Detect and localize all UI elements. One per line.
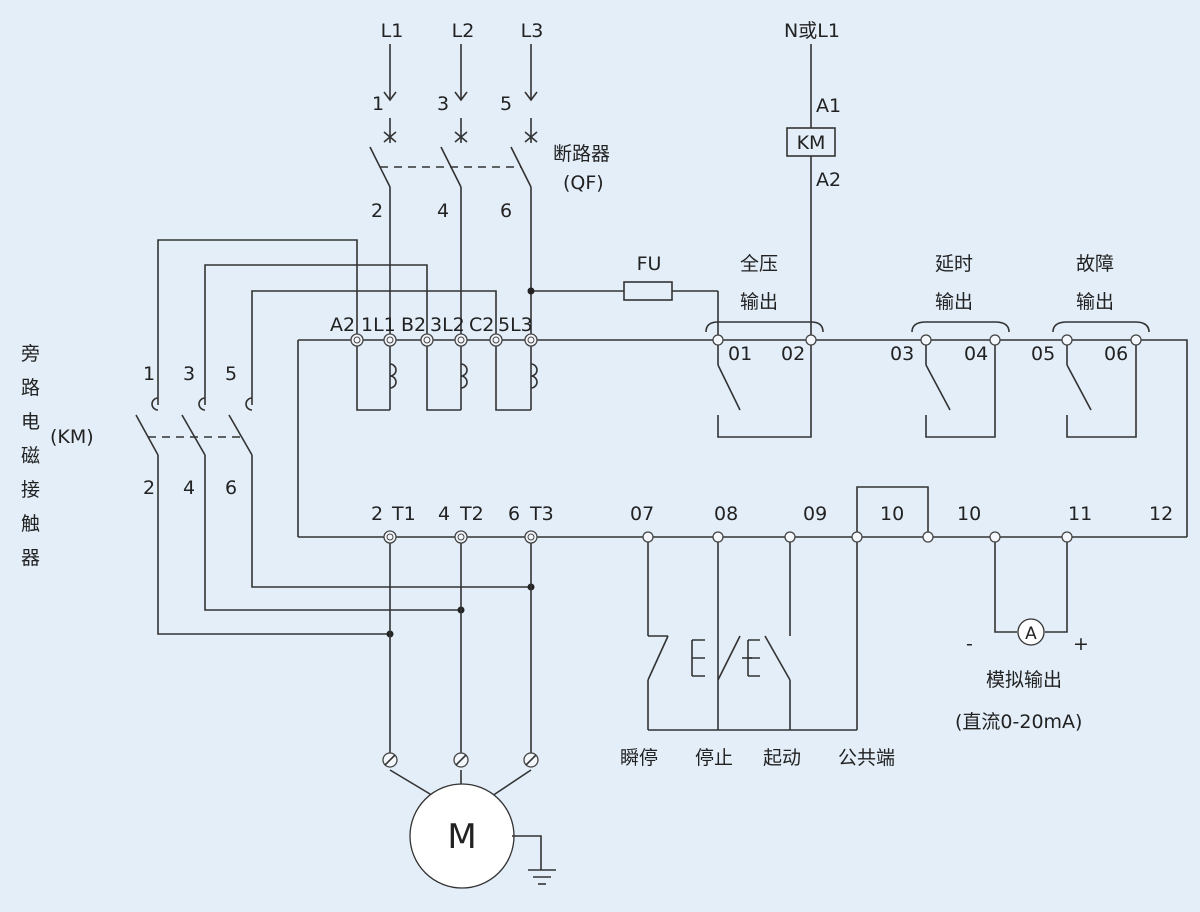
fuse-label: FU bbox=[637, 253, 662, 275]
relay3-t1: 05 bbox=[1031, 343, 1055, 365]
relay3-name-1: 故障 bbox=[1076, 253, 1114, 275]
analog-output bbox=[994, 537, 1068, 646]
breaker-in-1: 1 bbox=[372, 93, 384, 115]
analog-range: (直流0-20mA) bbox=[955, 711, 1082, 733]
label-l3: L3 bbox=[521, 20, 544, 42]
coil-a1: A1 bbox=[816, 95, 841, 117]
terminals bbox=[350, 333, 1142, 768]
breaker-out-2: 2 bbox=[371, 200, 383, 222]
bypass-out-4: 4 bbox=[183, 477, 195, 499]
label-neutral: N或L1 bbox=[784, 20, 840, 42]
coil-a2: A2 bbox=[816, 169, 841, 191]
bottom-label-t1: T1 bbox=[391, 503, 416, 525]
label-l1: L1 bbox=[381, 20, 404, 42]
bypass-code: (KM) bbox=[50, 426, 94, 448]
bottom-label-08: 08 bbox=[714, 503, 738, 525]
bottom-label-07: 07 bbox=[630, 503, 654, 525]
relay1-name-2: 输出 bbox=[740, 291, 778, 313]
starter-top bbox=[297, 339, 1150, 537]
bottom-label-4: 4 bbox=[438, 503, 450, 525]
top-label-a2: A2 bbox=[330, 314, 355, 336]
bottom-label-t3: T3 bbox=[529, 503, 554, 525]
relay2-name-1: 延时 bbox=[935, 253, 973, 275]
breaker-name: 断路器 bbox=[553, 143, 610, 165]
relay3-t2: 06 bbox=[1104, 343, 1128, 365]
breaker-code: (QF) bbox=[563, 172, 604, 194]
fuse bbox=[527, 281, 719, 340]
relay-outputs bbox=[705, 321, 1150, 438]
label-l2: L2 bbox=[452, 20, 475, 42]
coil-label: KM bbox=[797, 132, 826, 154]
control-label-instant-stop: 瞬停 bbox=[620, 747, 658, 769]
bottom-label-09: 09 bbox=[803, 503, 827, 525]
bottom-label-10: 10 bbox=[957, 503, 981, 525]
top-label-b2: B2 bbox=[401, 314, 426, 336]
control-label-start: 起动 bbox=[763, 747, 801, 769]
breaker-out-4: 4 bbox=[437, 200, 449, 222]
bypass-char-4: 磁 bbox=[21, 445, 40, 467]
bottom-label-12: 12 bbox=[1149, 503, 1173, 525]
relay1-name-1: 全压 bbox=[740, 253, 778, 275]
bypass-char-6: 触 bbox=[21, 513, 40, 535]
motor-label: M bbox=[447, 817, 476, 857]
bypass-out-6: 6 bbox=[225, 477, 237, 499]
bypass-char-3: 电 bbox=[21, 411, 40, 433]
analog-minus: - bbox=[966, 633, 973, 655]
control-label-stop: 停止 bbox=[695, 747, 733, 769]
bypass-in-3: 3 bbox=[183, 363, 195, 385]
bottom-label-6: 6 bbox=[508, 503, 520, 525]
starter-bottom bbox=[298, 339, 1188, 758]
bottom-label-10-box: 10 bbox=[880, 503, 904, 525]
relay2-t2: 04 bbox=[964, 343, 988, 365]
analog-title: 模拟输出 bbox=[986, 669, 1062, 691]
bypass-out-2: 2 bbox=[143, 477, 155, 499]
ammeter-label: A bbox=[1025, 624, 1037, 644]
analog-plus: + bbox=[1073, 633, 1089, 655]
breaker-in-5: 5 bbox=[500, 93, 512, 115]
relay3-name-2: 输出 bbox=[1076, 291, 1114, 313]
bypass-char-1: 旁 bbox=[21, 343, 40, 365]
relay1-t1: 01 bbox=[728, 343, 752, 365]
bypass-contactor bbox=[135, 239, 535, 638]
bypass-char-7: 器 bbox=[21, 547, 40, 569]
bottom-label-t2: T2 bbox=[459, 503, 484, 525]
top-label-1l1: 1L1 bbox=[361, 314, 396, 336]
breaker-in-3: 3 bbox=[437, 93, 449, 115]
bottom-label-2: 2 bbox=[371, 503, 383, 525]
labels: L1 L2 L3 N或L1 1 3 5 2 4 6 断路器 (QF) A1 KM… bbox=[21, 20, 1173, 857]
breaker-out-6: 6 bbox=[500, 200, 512, 222]
bypass-char-5: 接 bbox=[21, 479, 40, 501]
bypass-in-1: 1 bbox=[143, 363, 155, 385]
control-switches bbox=[647, 537, 858, 731]
relay1-t2: 02 bbox=[781, 343, 805, 365]
relay2-name-2: 输出 bbox=[935, 291, 973, 313]
top-label-3l2: 3L2 bbox=[430, 314, 465, 336]
top-label-c2: C2 bbox=[469, 314, 494, 336]
relay2-t1: 03 bbox=[890, 343, 914, 365]
top-label-5l3: 5L3 bbox=[498, 314, 533, 336]
bypass-char-2: 路 bbox=[21, 377, 40, 399]
bypass-in-5: 5 bbox=[225, 363, 237, 385]
control-label-common: 公共端 bbox=[838, 747, 895, 769]
bottom-label-11: 11 bbox=[1068, 503, 1092, 525]
breaker-qf bbox=[369, 44, 538, 340]
coil-circuit bbox=[786, 44, 836, 340]
motor bbox=[389, 769, 556, 889]
ammeter bbox=[1017, 618, 1045, 646]
